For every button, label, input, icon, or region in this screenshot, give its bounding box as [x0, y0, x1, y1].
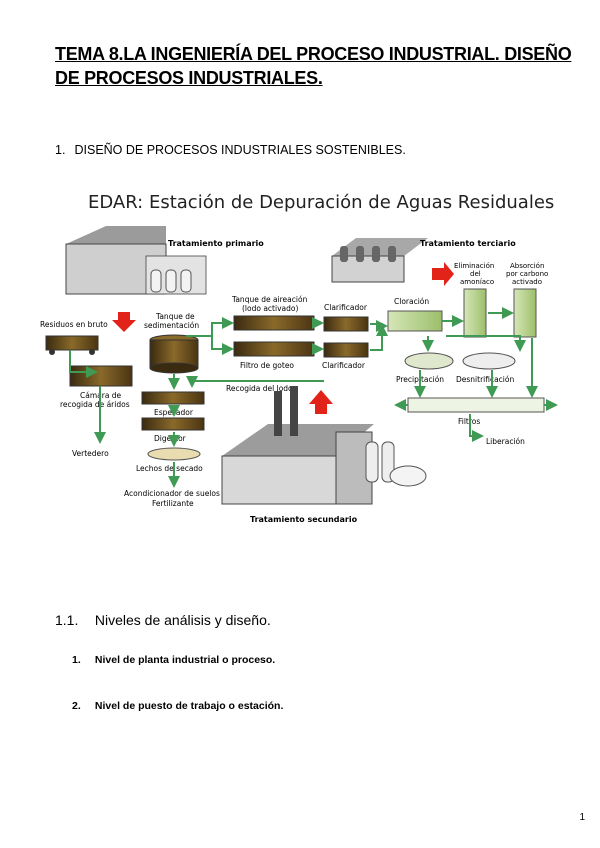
label-cloracion: Cloración — [394, 297, 429, 306]
label-digestor: Digestor — [154, 434, 187, 443]
label-primario: Tratamiento primario — [168, 239, 264, 248]
label-absorcion-2: por carbono — [506, 270, 548, 278]
red-arrow-up — [309, 390, 333, 414]
primary-building — [65, 226, 207, 295]
label-secundario: Tratamiento secundario — [250, 515, 358, 524]
filters — [407, 397, 545, 413]
label-lechos: Lechos de secado — [136, 464, 203, 473]
thickener — [141, 391, 205, 405]
list-item-text: Nivel de planta industrial o proceso. — [94, 654, 276, 666]
subsection-title: Niveles de análisis y diseño. — [94, 612, 271, 628]
diagram-title: EDAR: Estación de Depuración de Aguas Re… — [88, 192, 554, 213]
clarifier-2 — [323, 342, 369, 358]
label-camara-2: recogida de áridos — [60, 400, 130, 409]
subsection-number: 1.1. — [55, 612, 79, 628]
subsection-heading: 1.1. Niveles de análisis y diseño. — [55, 612, 271, 628]
red-arrow-down — [112, 312, 136, 332]
section-number: 1. — [55, 143, 66, 157]
label-desnitrificacion: Desnitrificación — [456, 375, 514, 384]
label-eliminacion-3: amoníaco — [460, 278, 494, 286]
ammonia-column — [463, 288, 487, 338]
label-residuos: Residuos en bruto — [40, 320, 108, 329]
denitrification-tank — [462, 352, 516, 370]
aeration-tank — [233, 315, 315, 331]
label-terciario: Tratamiento terciario — [420, 239, 516, 248]
flow-arrows — [69, 307, 558, 488]
page-title: TEMA 8.LA INGENIERÍA DEL PROCESO INDUSTR… — [55, 44, 572, 88]
chlorination-tank — [387, 310, 443, 332]
list-item: 2. Nivel de puesto de trabajo o estación… — [72, 700, 283, 712]
digester — [141, 417, 205, 431]
clarifier-1 — [323, 316, 369, 332]
label-absorcion-3: activado — [512, 278, 542, 286]
section-title: DISEÑO DE PROCESOS INDUSTRIALES SOSTENIB… — [74, 143, 406, 157]
label-clarificador-1: Clarificador — [324, 303, 368, 312]
label-tanque-sed-1: Tanque de — [155, 312, 195, 321]
label-aireacion-1: Tanque de aireación — [231, 295, 308, 304]
label-eliminacion-2: del — [470, 270, 481, 278]
label-fertilizante: Fertilizante — [152, 499, 194, 508]
tertiary-building — [331, 238, 428, 283]
label-aireacion-2: (lodo activado) — [242, 304, 298, 313]
red-arrow-right — [432, 262, 454, 286]
label-tanque-sed-2: sedimentación — [144, 321, 199, 330]
sedimentation-tank — [149, 334, 199, 374]
residues-cart — [45, 335, 99, 355]
label-eliminacion-1: Eliminación — [454, 262, 494, 270]
section-heading: 1. DISEÑO DE PROCESOS INDUSTRIALES SOSTE… — [55, 143, 406, 157]
label-acondicionador: Acondicionador de suelos — [124, 489, 220, 498]
trickling-filter — [233, 341, 315, 357]
list-item-text: Nivel de puesto de trabajo o estación. — [94, 700, 284, 712]
label-recogida-lodo: Recogida del lodo — [226, 384, 293, 393]
label-filtro-goteo: Filtro de goteo — [240, 361, 294, 370]
drying-bed — [147, 447, 201, 461]
page-number: 1 — [579, 812, 585, 823]
list-item: 1. Nivel de planta industrial o proceso. — [72, 654, 275, 666]
precipitation-tank — [404, 352, 454, 370]
label-liberacion: Liberación — [486, 437, 525, 446]
list-item-number: 2. — [72, 700, 81, 712]
carbon-column — [513, 288, 537, 338]
label-absorcion-1: Absorción — [510, 262, 544, 270]
secondary-building — [221, 386, 427, 505]
label-vertedero: Vertedero — [72, 449, 109, 458]
list-item-number: 1. — [72, 654, 81, 666]
edar-diagram: EDAR: Estación de Depuración de Aguas Re… — [40, 192, 558, 524]
grit-chamber — [69, 365, 133, 387]
label-clarificador-2: Clarificador — [322, 361, 366, 370]
